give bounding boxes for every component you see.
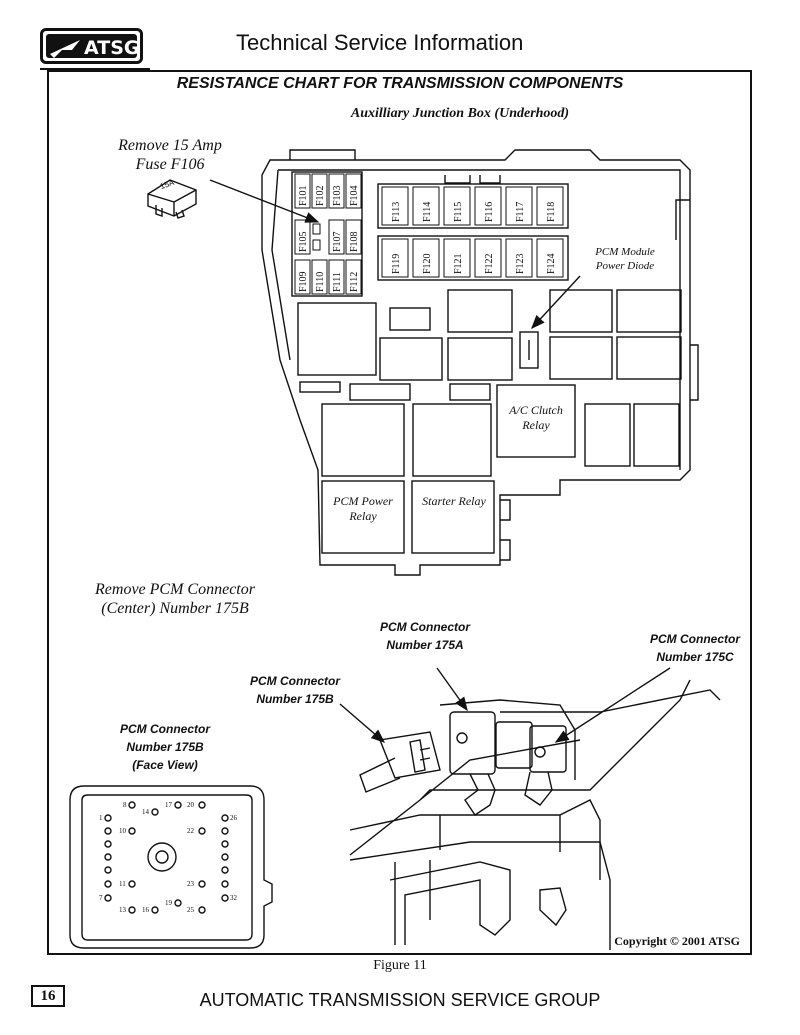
page-header-title: Technical Service Information bbox=[236, 30, 524, 55]
fuse-label: F108 bbox=[349, 231, 360, 252]
fuse-label: F120 bbox=[422, 253, 433, 274]
atsg-logo: ATSG bbox=[40, 28, 143, 64]
fuse-f106-slot bbox=[312, 223, 321, 235]
fuse-label: F123 bbox=[515, 253, 526, 274]
fuse-label: F107 bbox=[332, 231, 343, 252]
fuse-label: F122 bbox=[484, 253, 495, 274]
header-rule bbox=[40, 68, 150, 70]
fuse-label: F104 bbox=[349, 185, 360, 206]
figure-caption: Figure 11 bbox=[373, 958, 427, 973]
ac-relay bbox=[496, 384, 576, 458]
fuse-label: F115 bbox=[453, 202, 464, 222]
fuse-f106-icon bbox=[147, 179, 197, 217]
remove-connector-instruction: Remove PCM Connector(Center) Number 175B bbox=[95, 581, 255, 617]
logo-text: ATSG bbox=[84, 37, 140, 59]
page-number: 16 bbox=[31, 985, 65, 1007]
connector-face-outline bbox=[69, 785, 273, 949]
fuse-label: F119 bbox=[391, 254, 402, 274]
fuse-label: F101 bbox=[298, 185, 309, 206]
figure-frame bbox=[47, 70, 752, 955]
small-fuse-block: F101 F102 F103 F104 F105 F107 F108 F109 … bbox=[292, 172, 362, 296]
fuse-label: F102 bbox=[315, 185, 326, 206]
pcm-module-sketch bbox=[349, 679, 721, 950]
fuse-label: F114 bbox=[422, 202, 433, 222]
connector-pin-holes bbox=[104, 801, 229, 914]
starter-relay-label: Starter Relay bbox=[422, 494, 486, 508]
fuse-label: F105 bbox=[298, 231, 309, 252]
footer-company: AUTOMATIC TRANSMISSION SERVICE GROUP bbox=[199, 990, 601, 1010]
ac-clutch-relay-label: A/C Clutch Relay bbox=[509, 403, 563, 432]
fuse-label: F103 bbox=[332, 185, 343, 206]
starter-relay bbox=[411, 480, 495, 554]
large-fuse-block: F113 F114 F115 F116 F117 F118 F119 F120 … bbox=[378, 184, 568, 280]
copyright: Copyright © 2001 ATSG bbox=[614, 934, 740, 948]
junction-box-title: Auxilliary Junction Box (Underhood) bbox=[350, 106, 570, 121]
fuse-label: F124 bbox=[546, 253, 557, 274]
fuse-label: F110 bbox=[315, 272, 326, 292]
fuse-label: F117 bbox=[515, 202, 526, 222]
chart-title: RESISTANCE CHART FOR TRANSMISSION COMPON… bbox=[176, 75, 624, 92]
relay-box-left bbox=[297, 302, 377, 376]
fuse-label: F111 bbox=[332, 272, 343, 292]
pcm-power-relay bbox=[321, 480, 405, 554]
power-diode bbox=[519, 331, 539, 369]
eagle-icon bbox=[50, 40, 80, 58]
pcm-power-relay-label: PCM Power Relay bbox=[333, 494, 393, 523]
fuse-label: F121 bbox=[453, 253, 464, 274]
diode-label: PCM Module Power Diode bbox=[595, 246, 655, 272]
fuse-label: F113 bbox=[391, 202, 402, 222]
fuse-label: F112 bbox=[349, 272, 360, 292]
fuse-label: F109 bbox=[298, 271, 309, 292]
fuse-label: F118 bbox=[546, 202, 557, 222]
junction-box-outline bbox=[261, 149, 691, 576]
fuse-label: F116 bbox=[484, 202, 495, 222]
